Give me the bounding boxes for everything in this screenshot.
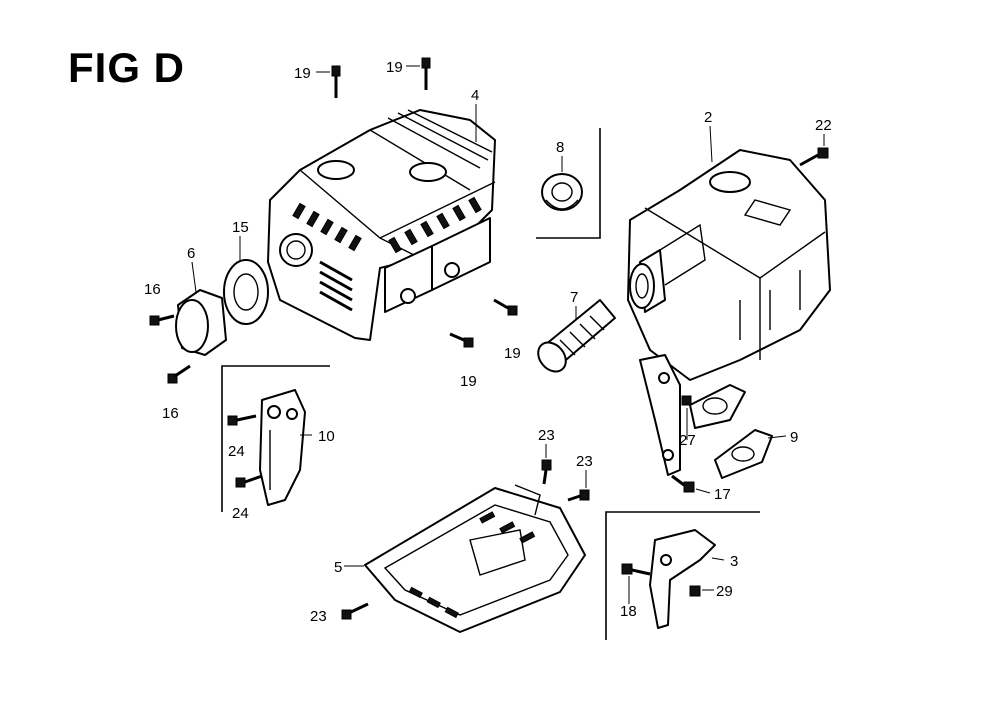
bolt-17 [671, 474, 695, 493]
callout-23-lower: 23 [310, 608, 327, 625]
bolt-24a [227, 414, 257, 426]
callout-22: 22 [815, 117, 832, 134]
callout-27: 27 [679, 432, 696, 449]
callout-5: 5 [334, 559, 342, 576]
callout-18: 18 [620, 603, 637, 620]
muffler-cover-part-4 [267, 109, 496, 341]
callout-19-top-center: 19 [386, 59, 403, 76]
callout-3: 3 [730, 553, 738, 570]
callout-23-upper-right: 23 [576, 453, 593, 470]
muffler-bracket [639, 354, 681, 476]
frame-part-8 [536, 128, 601, 239]
muffler-part-2 [627, 149, 831, 381]
callout-labels: 19 19 4 8 2 22 15 6 16 16 7 19 19 10 24 … [144, 59, 832, 625]
frame-part-10 [221, 365, 330, 512]
cover-top-ribs [387, 109, 493, 169]
callout-23-upper-left: 23 [538, 427, 555, 444]
cover-vent-slots [292, 196, 482, 254]
bolt-19c [493, 298, 518, 316]
bolt-23c [341, 602, 369, 620]
base-tray-part-5 [364, 484, 586, 633]
callout-8: 8 [556, 139, 564, 156]
callout-7: 7 [570, 289, 578, 306]
bolt-23b [567, 489, 590, 502]
leader-lines [191, 65, 825, 604]
section-frames [221, 128, 760, 640]
deflector-part-8 [541, 173, 583, 211]
bolt-24b [235, 474, 263, 488]
heat-shield-part-10 [259, 389, 306, 506]
bracket-part-3 [649, 529, 716, 629]
exhaust-gasket-part-9 [714, 429, 773, 479]
bolt-19b [421, 57, 431, 90]
callout-24-upper: 24 [228, 443, 245, 460]
end-cap-part-6 [175, 289, 227, 356]
bolt-27 [681, 395, 692, 406]
cover-side-louvers [319, 260, 353, 312]
callout-2: 2 [704, 109, 712, 126]
callout-10: 10 [318, 428, 335, 445]
callout-19-lower: 19 [460, 373, 477, 390]
callout-17: 17 [714, 486, 731, 503]
callout-19-right: 19 [504, 345, 521, 362]
bolt-22 [799, 147, 829, 167]
callout-9: 9 [790, 429, 798, 446]
frame-part-3 [605, 511, 760, 640]
bolt-19d [449, 332, 474, 348]
callout-29: 29 [716, 583, 733, 600]
bolt-23a [541, 459, 552, 485]
callout-16-upper: 16 [144, 281, 161, 298]
bolts [149, 57, 829, 620]
muffler-gasket [689, 384, 746, 429]
bolt-16b [167, 364, 191, 384]
callout-4: 4 [471, 87, 479, 104]
bolt-18 [621, 563, 651, 576]
bolt-29 [689, 585, 701, 597]
callout-19-top-left: 19 [294, 65, 311, 82]
spark-arrester-part-7 [537, 299, 616, 373]
figure-title: FIG D [68, 44, 185, 91]
callout-15: 15 [232, 219, 249, 236]
bolt-19a [331, 65, 341, 98]
callout-6: 6 [187, 245, 195, 262]
callout-16-lower: 16 [162, 405, 179, 422]
callout-24-lower: 24 [232, 505, 249, 522]
gasket-part-15 [223, 259, 269, 325]
bolt-16a [149, 314, 175, 326]
tray-vent-slots [408, 511, 536, 619]
